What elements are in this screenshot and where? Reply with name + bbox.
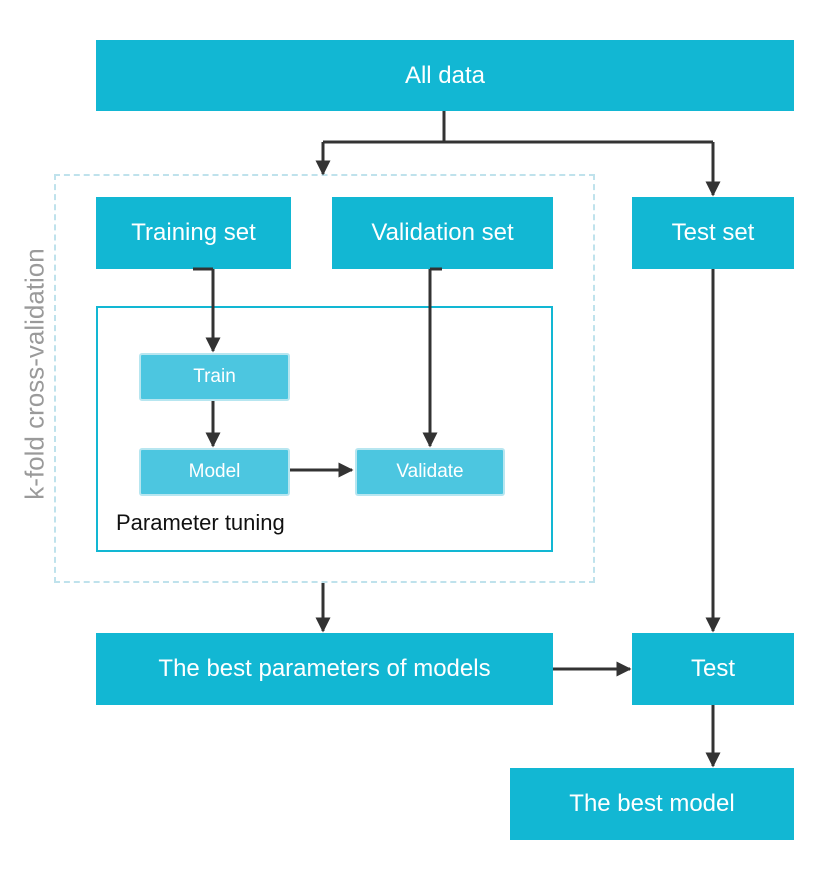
all-data-node: All data [96, 40, 794, 111]
validate-node: Validate [355, 448, 505, 496]
parameter-tuning-frame [96, 306, 553, 552]
parameter-tuning-label: Parameter tuning [116, 510, 285, 535]
model-node: Model [139, 448, 290, 496]
train-node: Train [139, 353, 290, 401]
best-model-node: The best model [510, 768, 794, 840]
test-node: Test [632, 633, 794, 705]
training-set-node: Training set [96, 197, 291, 269]
test-set-node: Test set [632, 197, 794, 269]
validation-set-node: Validation set [332, 197, 553, 269]
best-parameters-node: The best parameters of models [96, 633, 553, 705]
